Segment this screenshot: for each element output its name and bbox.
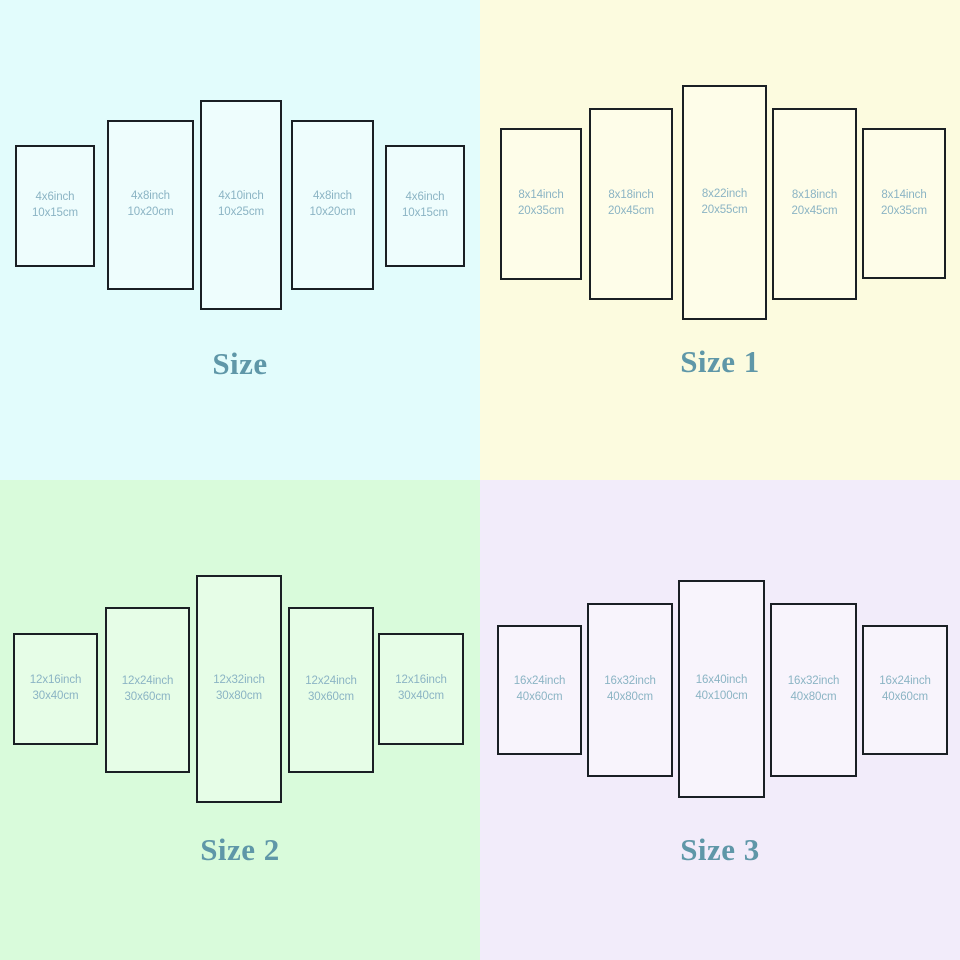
panel-left-inner[interactable]: 16x32inch 40x80cm <box>587 603 673 777</box>
panel-size-cm: 10x15cm <box>402 207 448 219</box>
panel-size-cm: 30x40cm <box>32 690 79 702</box>
panel-size-cm: 20x35cm <box>518 205 564 217</box>
panel-size-inch: 4x6inch <box>405 191 445 204</box>
panel-size-inch: 16x32inch <box>787 675 840 688</box>
panel-size-label: 8x18inch 20x45cm <box>792 188 838 220</box>
panel-center[interactable]: 12x32inch 30x80cm <box>196 575 282 803</box>
quadrant-title-size-3: Size 3 <box>680 832 760 867</box>
panel-size-inch: 16x40inch <box>695 674 748 687</box>
quadrant-size-3: 16x24inch 40x60cm 16x32inch 40x80cm 16x40inc… <box>480 480 960 960</box>
panel-size-label: 4x8inch 10x20cm <box>128 189 174 221</box>
panel-right-outer[interactable]: 16x24inch 40x60cm <box>862 625 948 755</box>
panel-size-label: 4x6inch 10x15cm <box>32 190 78 222</box>
panel-size-cm: 40x80cm <box>607 691 653 703</box>
panel-center[interactable]: 8x22inch 20x55cm <box>682 85 767 320</box>
panel-left-inner[interactable]: 8x18inch 20x45cm <box>589 108 673 300</box>
panel-size-inch: 16x32inch <box>604 675 656 688</box>
panel-right-outer[interactable]: 4x6inch 10x15cm <box>385 145 465 267</box>
panel-size-cm: 40x60cm <box>516 691 563 703</box>
panel-size-label: 4x8inch 10x20cm <box>310 189 356 221</box>
panel-size-label: 12x24inch 30x60cm <box>122 674 174 706</box>
panel-size-inch: 12x24inch <box>305 675 357 688</box>
panel-size-cm: 40x80cm <box>790 691 837 703</box>
panel-size-label: 12x16inch 30x40cm <box>30 673 82 705</box>
panel-size-cm: 10x20cm <box>309 206 356 218</box>
panel-left-outer[interactable]: 4x6inch 10x15cm <box>15 145 95 267</box>
panel-right-inner[interactable]: 8x18inch 20x45cm <box>772 108 857 300</box>
panel-size-label: 16x32inch 40x80cm <box>788 674 840 706</box>
panel-size-inch: 8x14inch <box>881 188 927 201</box>
panel-right-outer[interactable]: 12x16inch 30x40cm <box>378 633 464 745</box>
panel-size-cm: 20x45cm <box>791 205 838 217</box>
quadrant-size-1: 8x14inch 20x35cm 8x18inch 20x45cm 8x22inch 20… <box>480 0 960 480</box>
panel-size-cm: 30x60cm <box>124 691 171 703</box>
panel-center[interactable]: 16x40inch 40x100cm <box>678 580 765 798</box>
panel-size-cm: 40x60cm <box>882 691 928 703</box>
panel-group-size-2: 12x16inch 30x40cm 12x24inch 30x60cm 12x32inc… <box>0 480 480 960</box>
panel-size-inch: 12x24inch <box>121 675 174 688</box>
panel-size-label: 12x24inch 30x60cm <box>305 674 357 706</box>
panel-size-label: 8x14inch 20x35cm <box>518 188 564 220</box>
quadrant-title-size-1: Size 1 <box>680 344 760 379</box>
panel-right-inner[interactable]: 12x24inch 30x60cm <box>288 607 374 773</box>
panel-size-label: 4x6inch 10x15cm <box>402 190 448 222</box>
panel-size-cm: 10x15cm <box>32 207 78 219</box>
panel-left-inner[interactable]: 12x24inch 30x60cm <box>105 607 190 773</box>
panel-size-cm: 40x100cm <box>695 690 748 702</box>
panel-size-cm: 20x45cm <box>608 205 654 217</box>
panel-size-label: 16x40inch 40x100cm <box>695 673 747 705</box>
panel-left-outer[interactable]: 12x16inch 30x40cm <box>13 633 98 745</box>
panel-size-inch: 4x8inch <box>313 190 352 203</box>
panel-group-size-3: 16x24inch 40x60cm 16x32inch 40x80cm 16x40inc… <box>480 480 960 960</box>
panel-size-cm: 30x60cm <box>308 691 354 703</box>
panel-size-inch: 4x10inch <box>218 190 264 203</box>
panel-size-label: 16x32inch 40x80cm <box>604 674 656 706</box>
panel-left-outer[interactable]: 16x24inch 40x60cm <box>497 625 582 755</box>
panel-size-cm: 20x35cm <box>881 204 927 217</box>
panel-right-inner[interactable]: 4x8inch 10x20cm <box>291 120 374 290</box>
panel-right-inner[interactable]: 16x32inch 40x80cm <box>770 603 857 777</box>
panel-size-label: 16x24inch 40x60cm <box>879 674 931 706</box>
panel-size-label: 12x16inch 30x40cm <box>395 673 447 705</box>
panel-left-inner[interactable]: 4x8inch 10x20cm <box>107 120 194 290</box>
panel-group-size: 4x6inch 10x15cm 4x8inch 10x20cm 4x10inch 10x2… <box>0 0 480 480</box>
panel-size-cm: 10x20cm <box>127 206 174 218</box>
panel-size-inch: 12x32inch <box>213 674 265 687</box>
quadrant-title-size-2: Size 2 <box>200 832 280 867</box>
quadrant-size: 4x6inch 10x15cm 4x8inch 10x20cm 4x10inch 10x2… <box>0 0 480 480</box>
panel-size-inch: 8x14inch <box>518 189 564 202</box>
panel-left-outer[interactable]: 8x14inch 20x35cm <box>500 128 582 280</box>
panel-size-label: 8x18inch 20x45cm <box>608 188 654 220</box>
panel-size-inch: 12x16inch <box>29 674 82 687</box>
panel-size-cm: 10x25cm <box>218 206 264 218</box>
panel-size-label: 8x14inch 20x35cm <box>881 188 927 220</box>
panel-size-cm: 30x40cm <box>398 690 444 702</box>
quadrant-title-size: Size <box>212 346 268 381</box>
panel-group-size-1: 8x14inch 20x35cm 8x18inch 20x45cm 8x22inch 20… <box>480 0 960 480</box>
panel-size-cm: 30x80cm <box>216 690 262 702</box>
panel-size-inch: 8x18inch <box>608 189 654 202</box>
panel-size-inch: 16x24inch <box>879 675 931 688</box>
panel-size-cm: 20x55cm <box>701 203 748 216</box>
panel-size-inch: 4x6inch <box>35 191 75 204</box>
panel-size-label: 16x24inch 40x60cm <box>514 674 566 706</box>
panel-right-outer[interactable]: 8x14inch 20x35cm <box>862 128 946 279</box>
panel-size-label: 12x32inch 30x80cm <box>213 673 265 705</box>
panel-center[interactable]: 4x10inch 10x25cm <box>200 100 282 310</box>
panel-size-inch: 8x18inch <box>791 189 838 202</box>
panel-size-label: 4x10inch 10x25cm <box>218 189 264 221</box>
panel-size-inch: 4x8inch <box>131 190 170 203</box>
panel-size-inch: 16x24inch <box>513 675 566 688</box>
panel-size-label: 8x22inch 20x55cm <box>702 187 748 219</box>
panel-size-inch: 8x22inch <box>701 187 748 200</box>
quadrant-size-2: 12x16inch 30x40cm 12x24inch 30x60cm 12x32inc… <box>0 480 480 960</box>
panel-size-inch: 12x16inch <box>395 674 447 687</box>
